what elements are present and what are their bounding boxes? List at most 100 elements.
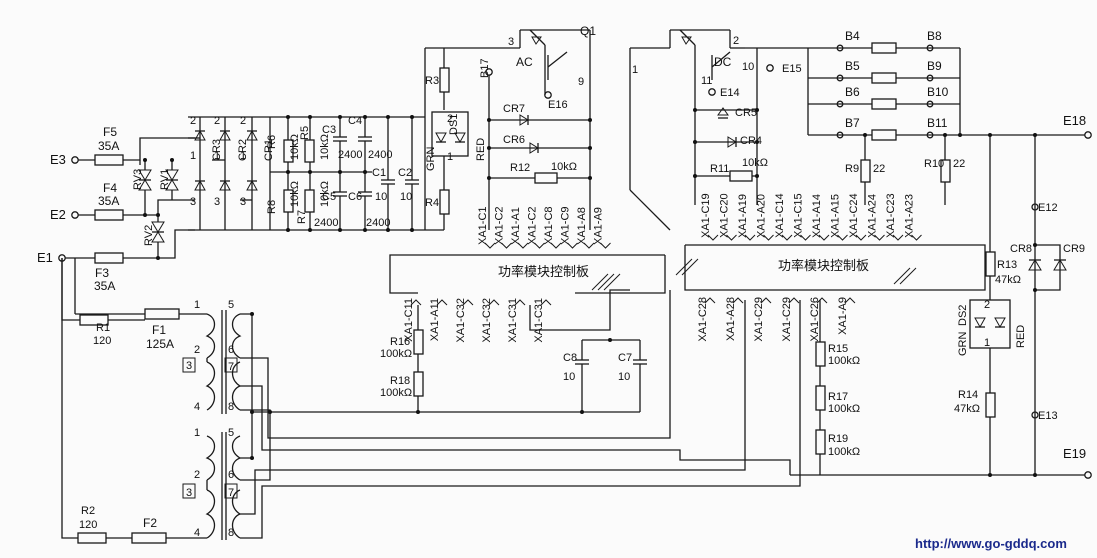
right-top-pin-connector <box>707 234 719 241</box>
resistor-r6-label: R6 <box>266 135 278 149</box>
dc-module-section: DC 2 11 10 E14 E15 CR5 CR4 R11 10kΩ <box>630 29 802 205</box>
fuse-f4-value: 35A <box>98 194 119 208</box>
resistor-r7-value: 10kΩ <box>289 181 301 207</box>
terminal-e1-label: E1 <box>37 250 53 265</box>
terminal-e13-label: E13 <box>1038 410 1058 422</box>
transistor-ac-label: AC <box>516 55 533 69</box>
terminal-e14 <box>708 88 716 96</box>
capacitor-c6-value: 2400 <box>366 217 390 229</box>
right-bottom-pin-label: XA1-A28 <box>725 297 737 341</box>
b-row-1: B4 B8 <box>836 29 942 54</box>
left-bottom-pin-label: XA1-C32 <box>455 298 467 343</box>
resistor-r14 <box>985 392 996 418</box>
wire-pin-1: 1 <box>632 64 638 76</box>
right-top-pin-label: XA1-C15 <box>793 193 805 238</box>
fuse-f5 <box>94 154 124 166</box>
terminal-b17-label: B17 <box>479 58 491 78</box>
right-bottom-pin-label: XA1-C26 <box>809 297 821 342</box>
bridge-cr1-label: CR1 <box>263 139 275 161</box>
right-top-pin-label: XA1-C14 <box>774 193 786 238</box>
right-top-pin-label: XA1-A15 <box>830 194 842 238</box>
terminal-e2 <box>71 211 79 219</box>
resistor-r3 <box>439 67 450 93</box>
watermark-url: http://www.go-gddq.com <box>915 536 1067 551</box>
resistor-r15-label: R15 <box>828 343 848 355</box>
right-bottom-pin-connector <box>844 297 856 304</box>
right-bottom-pin-connector <box>788 297 800 304</box>
resistor-r18-label: R18 <box>390 375 410 387</box>
resistor-r15-value: 100kΩ <box>828 355 860 367</box>
resistor-r4-label: R4 <box>425 197 439 209</box>
left-top-pin-connector <box>567 242 578 249</box>
terminal-e16-label: E16 <box>548 99 568 111</box>
capacitor-c8-label: C8 <box>563 352 577 364</box>
indicator-ds1-section: R3 DS1 GRN RED 2 1 R4 <box>424 47 520 231</box>
right-bottom-pin-label: XA1-C29 <box>781 297 793 342</box>
dc-pin-11: 11 <box>701 75 712 87</box>
q1-pin-9: 9 <box>578 76 584 88</box>
resistor-r8-value: 10kΩ <box>319 181 331 207</box>
t2-pin-8: 8 <box>228 527 234 539</box>
terminal-e3 <box>71 156 79 164</box>
terminal-e14-label: E14 <box>720 87 740 99</box>
left-top-pin-connector <box>501 242 512 249</box>
right-top-pin-connector <box>726 234 737 241</box>
fuse-f1-value: 125A <box>146 337 174 351</box>
rectifier-cr6-label: CR6 <box>503 134 525 146</box>
right-top-pin-connector <box>763 234 774 241</box>
dc-pin-2: 2 <box>733 35 739 47</box>
left-top-pin-connector <box>550 242 562 249</box>
resistor-r11 <box>729 170 753 182</box>
resistor-r11-value: 10kΩ <box>742 157 768 169</box>
capacitor-c6-label: C6 <box>348 191 362 203</box>
bridge-cr1-pin-1: 1 <box>240 150 246 162</box>
left-bottom-pin-label: XA1-A11 <box>429 298 441 341</box>
resistor-r8-label: R8 <box>266 200 278 214</box>
terminal-e12-label: E12 <box>1038 202 1058 214</box>
resistor-r19-label: R19 <box>828 433 848 445</box>
indicator-ds1-pin-1: 1 <box>447 151 453 163</box>
resistor-r5-label: R5 <box>299 126 311 140</box>
resistor-r19-value: 100kΩ <box>828 446 860 458</box>
bracket-b6-label: B6 <box>845 85 860 99</box>
bracket-b9-label: B9 <box>927 59 942 73</box>
indicator-ds1-red: RED <box>475 138 487 161</box>
left-bottom-pin-label: XA1-C31 <box>533 298 545 343</box>
control-board-right-title: 功率模块控制板 <box>778 258 869 273</box>
resistor-r10-label: R10 <box>924 158 944 170</box>
resistor-r17 <box>815 385 826 411</box>
right-top-pin-connector <box>781 234 793 241</box>
right-top-pin-label: XA1-C20 <box>719 193 731 238</box>
right-top-pin-connector <box>874 234 885 241</box>
indicator-ds2-pin-2: 2 <box>984 299 990 311</box>
left-bottom-pin-connector <box>436 299 448 306</box>
bridge-cr3-pin-3: 3 <box>190 196 196 208</box>
resistor-r6-value: 10kΩ <box>289 134 301 160</box>
left-top-pin-label: XA1-C2 <box>494 206 506 245</box>
bracket-b7-label: B7 <box>845 116 860 130</box>
left-bottom-pin-label: XA1-C11 <box>403 298 415 342</box>
capacitor-c2-label: C2 <box>398 167 412 179</box>
resistor-r16-label: R16 <box>390 336 410 348</box>
left-top-pin-label: XA1-C1 <box>477 206 489 245</box>
left-bottom-pin-connector <box>410 299 422 306</box>
resistor-r1-label: R1 <box>96 322 110 334</box>
rectifier-cr8-label: CR8 <box>1010 243 1032 255</box>
right-bottom-pin-connector <box>732 297 744 304</box>
capacitor-c7-label: C7 <box>618 352 632 364</box>
bridge-cr2-pin-1: 1 <box>214 150 220 162</box>
right-top-pin-connector <box>818 234 830 241</box>
t1-pin-6: 6 <box>228 344 234 356</box>
left-bottom-pin-connector <box>462 299 474 306</box>
input-section: E3 F5 35A E2 F4 35A E1 F3 35A RV3 <box>37 125 195 293</box>
resistor-r18 <box>413 371 424 397</box>
fuse-f4 <box>94 209 124 221</box>
right-top-pin-label: XA1-A20 <box>756 194 768 238</box>
resistor-r2-value: 120 <box>79 519 97 531</box>
bracket-b5-label: B5 <box>845 59 860 73</box>
rectifier-cr4-label: CR4 <box>740 135 762 147</box>
right-bottom-pin-connector <box>816 297 828 304</box>
b-row-3: B6 B10 <box>836 85 949 110</box>
